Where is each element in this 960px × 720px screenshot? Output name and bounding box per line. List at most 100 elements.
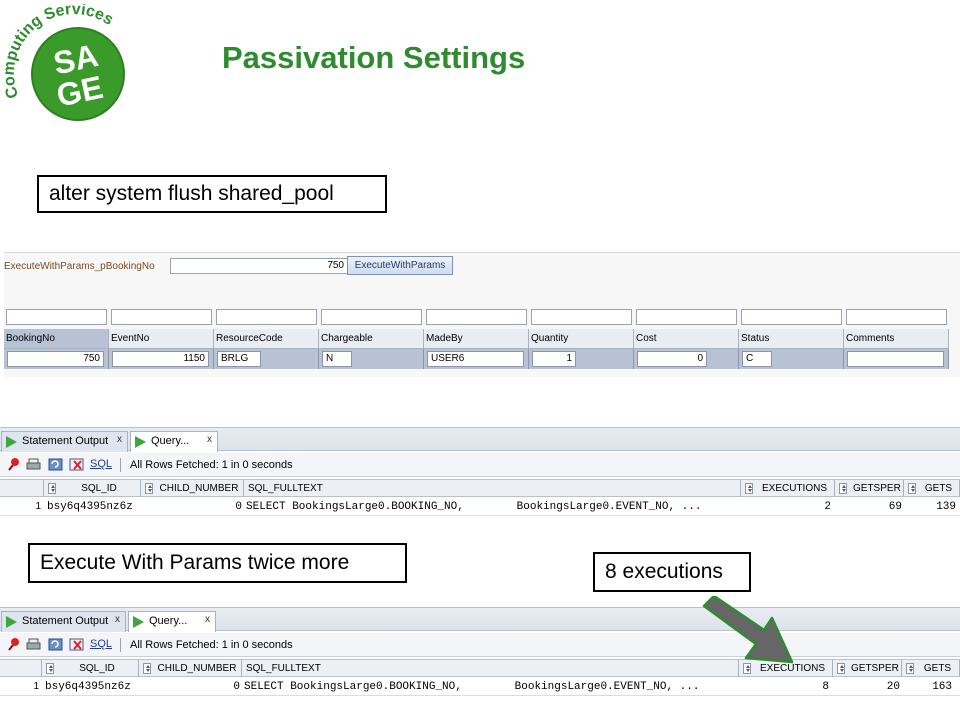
print-icon[interactable] <box>26 638 41 651</box>
comments-field[interactable] <box>847 351 944 367</box>
filter-input[interactable] <box>741 309 842 325</box>
column-header-getsper[interactable]: GETSPER <box>835 480 904 497</box>
column-header-sql-fulltext[interactable]: SQL_FULLTEXT <box>242 660 739 677</box>
executions-cell[interactable]: 2 <box>824 501 831 513</box>
print-icon[interactable] <box>26 458 41 471</box>
sort-icon[interactable] <box>145 483 153 494</box>
tab-statement-output[interactable]: Statement Output x <box>1 431 128 452</box>
status-field[interactable]: C <box>742 351 772 367</box>
filter-input[interactable] <box>426 309 527 325</box>
close-icon[interactable]: x <box>205 614 210 625</box>
filter-input[interactable] <box>111 309 212 325</box>
run-icon <box>133 616 144 628</box>
table-row[interactable]: 1 bsy6q4395nz6z 0 SELECT BookingsLarge0.… <box>0 678 960 696</box>
child-number-cell[interactable]: 0 <box>233 681 240 693</box>
row-number-header <box>0 660 42 677</box>
execute-with-params-button[interactable]: ExecuteWithParams <box>347 256 453 275</box>
sort-icon[interactable] <box>837 663 845 674</box>
tab-label: Query... <box>151 435 190 447</box>
sort-icon[interactable] <box>839 483 847 494</box>
sql-fulltext-cell[interactable]: SELECT BookingsLarge0.BOOKING_NO, Bookin… <box>246 501 702 513</box>
filter-input[interactable] <box>636 309 737 325</box>
sort-icon[interactable] <box>143 663 151 674</box>
column-header[interactable]: Quantity <box>529 329 634 349</box>
close-icon[interactable]: x <box>207 434 212 445</box>
chargeable-field[interactable]: N <box>322 351 352 367</box>
tab-label: Statement Output <box>22 435 109 447</box>
tab-query[interactable]: Query... x <box>130 431 218 452</box>
filter-input[interactable] <box>216 309 317 325</box>
column-header-child-number[interactable]: CHILD_NUMBER <box>139 660 242 677</box>
callout-executions: 8 executions <box>593 552 751 592</box>
column-header-child-number[interactable]: CHILD_NUMBER <box>141 480 244 497</box>
cost-field[interactable]: 0 <box>637 351 707 367</box>
booking-no-field[interactable]: 750 <box>7 351 104 367</box>
column-header[interactable]: Status <box>739 329 844 349</box>
sort-icon[interactable] <box>745 483 753 494</box>
sage-logo-graphic: Computing Services SA GE <box>1 1 125 121</box>
sql-fulltext-cell[interactable]: SELECT BookingsLarge0.BOOKING_NO, Bookin… <box>244 681 700 693</box>
row-number: 1 <box>35 501 41 512</box>
sql-link[interactable]: SQL <box>90 638 113 650</box>
tab-statement-output[interactable]: Statement Output x <box>1 611 126 632</box>
filter-input[interactable] <box>846 309 947 325</box>
gets-cell[interactable]: 139 <box>936 501 956 513</box>
child-number-cell[interactable]: 0 <box>235 501 242 513</box>
results-panel-after: Statement Output x Query... x SQL All Ro… <box>0 607 960 699</box>
column-header-sql-id[interactable]: SQL_ID <box>42 660 139 677</box>
tab-label: Statement Output <box>22 615 109 627</box>
sort-icon[interactable] <box>48 483 56 494</box>
column-header[interactable]: MadeBy <box>424 329 529 349</box>
made-by-field[interactable]: USER6 <box>427 351 524 367</box>
event-no-field[interactable]: 1150 <box>112 351 209 367</box>
refresh-icon[interactable] <box>48 458 63 471</box>
column-header-sql-id[interactable]: SQL_ID <box>44 480 141 497</box>
pin-icon[interactable] <box>6 638 21 651</box>
column-header-gets[interactable]: GETS <box>902 660 960 677</box>
tab-query[interactable]: Query... x <box>128 611 216 632</box>
executions-cell[interactable]: 8 <box>822 681 829 693</box>
column-header-executions[interactable]: EXECUTIONS <box>739 660 833 677</box>
column-header[interactable]: ResourceCode <box>214 329 319 349</box>
filter-input[interactable] <box>6 309 107 325</box>
getsper-cell[interactable]: 69 <box>888 501 902 513</box>
param-label: ExecuteWithParams_pBookingNo <box>4 261 155 272</box>
panel-tabbar: Statement Output x Query... x <box>0 607 960 632</box>
close-icon[interactable]: x <box>115 614 120 625</box>
quantity-field[interactable]: 1 <box>532 351 576 367</box>
pin-icon[interactable] <box>6 458 21 471</box>
param-input[interactable]: 750 <box>170 258 348 274</box>
column-header-sql-fulltext[interactable]: SQL_FULLTEXT <box>244 480 741 497</box>
column-header[interactable]: BookingNo <box>4 329 109 349</box>
sort-icon[interactable] <box>906 663 914 674</box>
filter-input[interactable] <box>321 309 422 325</box>
sort-icon[interactable] <box>46 663 54 674</box>
getsper-cell[interactable]: 20 <box>886 681 900 693</box>
gets-cell[interactable]: 163 <box>932 681 952 693</box>
filter-input[interactable] <box>531 309 632 325</box>
column-header[interactable]: Cost <box>634 329 739 349</box>
sql-link[interactable]: SQL <box>90 458 113 470</box>
refresh-icon[interactable] <box>48 638 63 651</box>
sort-icon[interactable] <box>743 663 751 674</box>
sort-icon[interactable] <box>908 483 916 494</box>
sql-id-cell[interactable]: bsy6q4395nz6z <box>47 501 133 513</box>
clear-icon[interactable] <box>69 458 84 471</box>
column-header-getsper[interactable]: GETSPER <box>833 660 902 677</box>
sql-id-cell[interactable]: bsy6q4395nz6z <box>45 681 131 693</box>
column-header[interactable]: Comments <box>844 329 949 349</box>
run-icon <box>6 436 17 448</box>
clear-icon[interactable] <box>69 638 84 651</box>
sage-logo: Computing Services SA GE <box>1 1 134 126</box>
resource-code-field[interactable]: BRLG <box>217 351 261 367</box>
adf-form-panel: ExecuteWithParams_pBookingNo 750 Execute… <box>4 252 960 377</box>
column-header-gets[interactable]: GETS <box>904 480 960 497</box>
column-header[interactable]: Chargeable <box>319 329 424 349</box>
column-header-executions[interactable]: EXECUTIONS <box>741 480 835 497</box>
table-row[interactable]: 1 bsy6q4395nz6z 0 SELECT BookingsLarge0.… <box>0 498 960 516</box>
column-header[interactable]: EventNo <box>109 329 214 349</box>
row-number: 1 <box>33 681 39 692</box>
close-icon[interactable]: x <box>117 434 122 445</box>
row-number-header <box>0 480 44 497</box>
results-toolbar: SQL All Rows Fetched: 1 in 0 seconds <box>0 633 960 657</box>
